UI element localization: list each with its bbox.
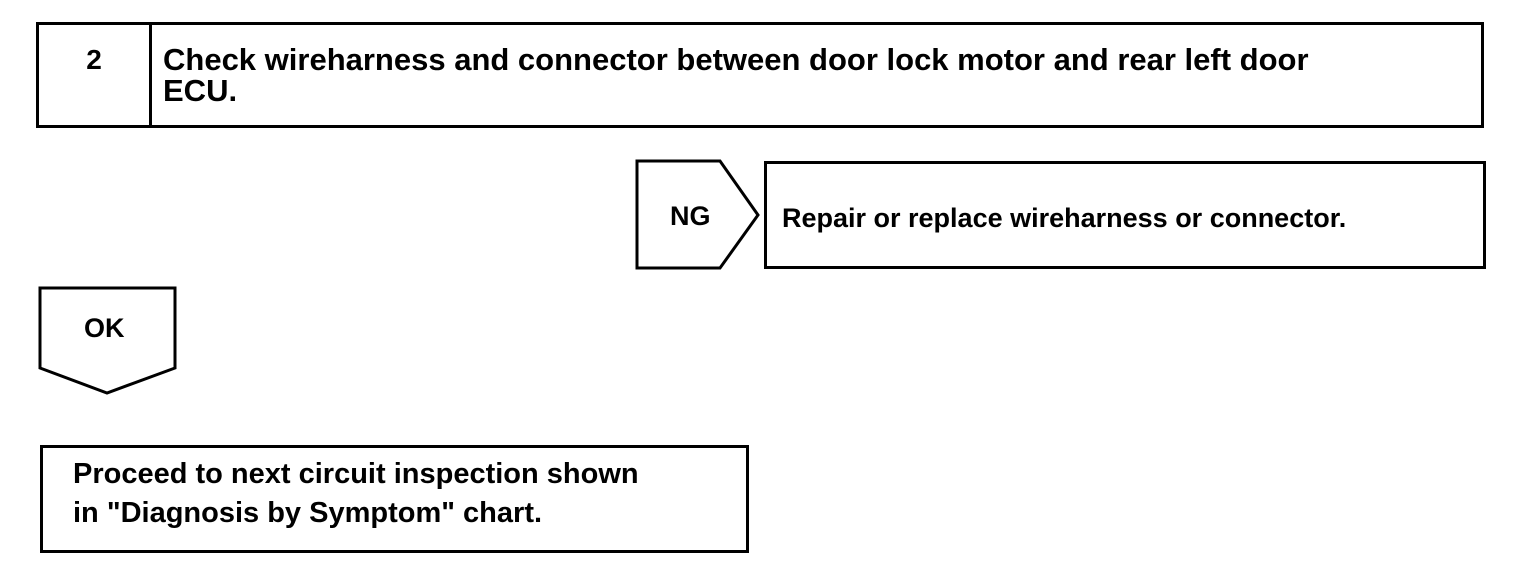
step-number: 2 [39,25,152,125]
step-box: 2 Check wireharness and connector betwee… [36,22,1484,128]
ok-arrow [38,286,177,395]
step-instruction: Check wireharness and connector between … [163,42,1309,108]
ng-result-box: Repair or replace wireharness or connect… [764,161,1486,269]
ng-label: NG [670,201,711,231]
next-step-box: Proceed to next circuit inspection shown… [40,445,749,553]
ok-label: OK [84,313,125,343]
